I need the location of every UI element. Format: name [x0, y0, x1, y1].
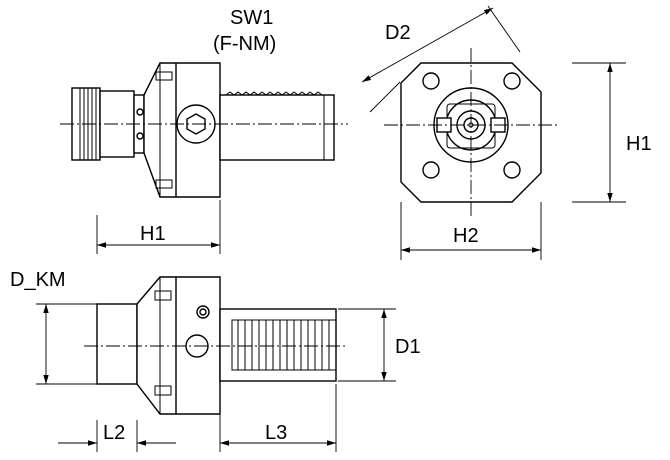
label-h2: H2: [453, 225, 479, 247]
top-thread-edge: [225, 91, 325, 160]
hex-socket-icon: [186, 113, 206, 135]
dimension-d2: [361, 5, 521, 113]
label-sw1-note: (F-NM): [213, 33, 276, 55]
dimension-l2: [58, 420, 176, 452]
dimension-h2: [400, 202, 542, 260]
dimension-l3: [219, 384, 337, 452]
bottom-shaft: [96, 303, 138, 385]
front-view: [384, 48, 560, 216]
label-h1-top: H1: [140, 223, 166, 245]
dimension-d-km: [36, 303, 97, 385]
label-d1: D1: [395, 336, 421, 358]
label-d2: D2: [385, 22, 411, 44]
bottom-thread: [231, 319, 337, 371]
top-main-body: [143, 62, 221, 198]
label-l2: L2: [103, 422, 125, 444]
label-l3: L3: [265, 422, 287, 444]
top-shank: [219, 94, 335, 161]
label-h1-right: H1: [626, 133, 652, 155]
dimension-d1: [338, 308, 396, 382]
dimension-h1-right: [572, 62, 626, 203]
bottom-view: [84, 276, 348, 415]
label-sw1: SW1: [230, 7, 273, 29]
top-view: [60, 62, 348, 198]
bottom-small-hole: [196, 305, 210, 319]
label-d-km: D_KM: [10, 269, 66, 291]
bottom-shank: [219, 308, 337, 382]
dimension-h1-top: [96, 200, 221, 254]
